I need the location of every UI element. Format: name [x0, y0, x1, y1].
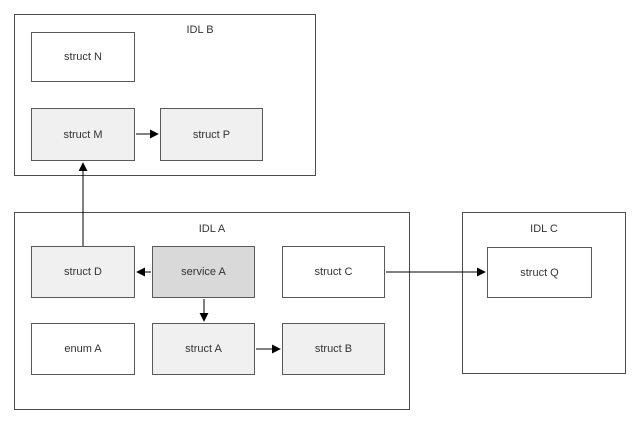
node-enum-a: enum A [31, 323, 135, 375]
node-struct-a: struct A [152, 323, 255, 375]
node-service-a-label: service A [181, 266, 226, 278]
node-service-a: service A [152, 246, 255, 298]
node-struct-q: struct Q [487, 247, 592, 298]
node-struct-d-label: struct D [64, 266, 102, 278]
node-struct-q-label: struct Q [520, 266, 559, 279]
node-struct-m-label: struct M [63, 128, 103, 141]
node-struct-c-label: struct C [314, 266, 353, 278]
container-idl-a-label: IDL A [198, 223, 226, 235]
node-struct-b-label: struct B [314, 343, 353, 355]
node-struct-b: struct B [282, 323, 385, 375]
container-idl-b-label: IDL B [186, 24, 214, 36]
node-struct-p-label: struct P [192, 128, 231, 141]
node-struct-c: struct C [282, 246, 385, 298]
container-idl-a [14, 212, 410, 410]
node-struct-d: struct D [31, 246, 135, 298]
node-struct-m: struct M [31, 108, 135, 161]
node-struct-a-label: struct A [185, 343, 222, 355]
node-struct-n-label: struct N [64, 51, 102, 63]
node-struct-p: struct P [160, 108, 263, 161]
node-struct-n: struct N [31, 32, 135, 82]
container-idl-c-label: IDL C [530, 223, 558, 235]
node-enum-a-label: enum A [64, 343, 102, 355]
